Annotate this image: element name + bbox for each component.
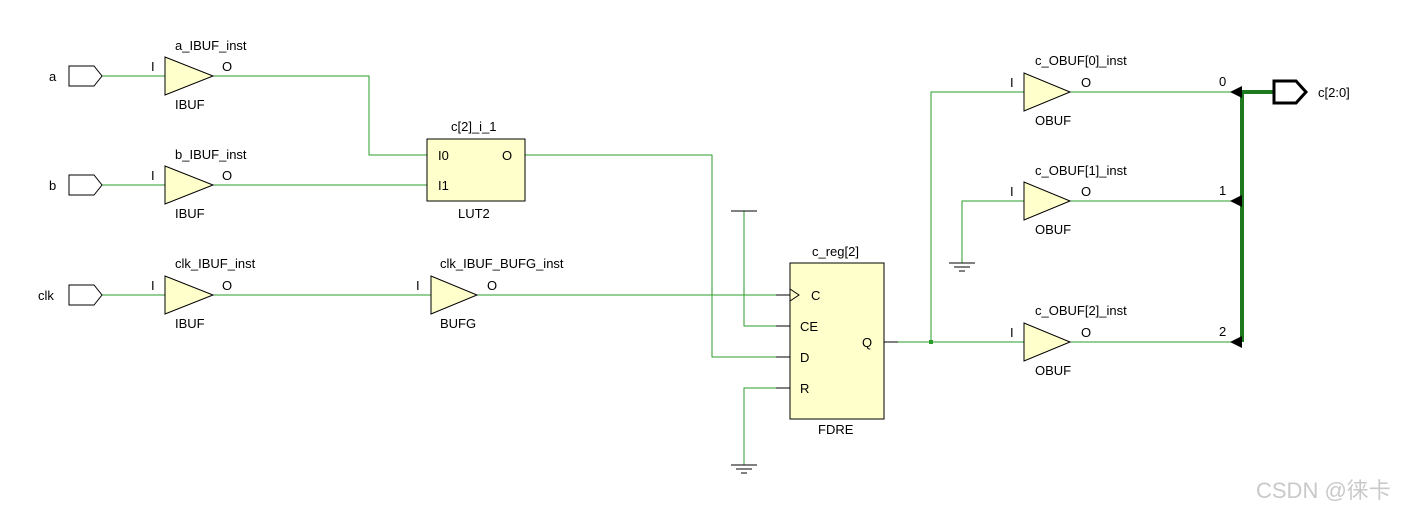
pin-label: O [487,278,497,293]
cell-a-ibuf[interactable]: a_IBUF_inst I O IBUF [151,38,247,112]
net-q-to-obuf0[interactable] [930,91,1024,342]
ground-symbol-obuf1 [949,262,975,272]
pin-label: O [1081,325,1091,340]
input-port-clk[interactable]: clk [38,284,103,306]
cell-obuf-1[interactable]: c_OBUF[1]_inst I O OBUF 1 [1010,163,1226,237]
port-label-b: b [49,178,56,193]
port-label-clk: clk [38,288,54,303]
cell-type: IBUF [175,206,205,221]
nets [102,75,1274,465]
pin-label: O [1081,184,1091,199]
pin-label: I1 [438,178,449,193]
cell-type: IBUF [175,316,205,331]
pin-label: I0 [438,148,449,163]
fdre-pin-stubs [776,294,898,389]
bus-bit-label: 2 [1219,324,1226,339]
cell-name: a_IBUF_inst [175,38,247,53]
watermark: CSDN @徕卡 [1256,478,1391,503]
pin-label: C [811,288,820,303]
cell-name: c_OBUF[1]_inst [1035,163,1127,178]
pin-label: I [151,278,155,293]
cell-obuf-2[interactable]: c_OBUF[2]_inst I O OBUF 2 [1010,303,1226,378]
bus-bit-label: 1 [1219,183,1226,198]
pin-label: Q [862,335,872,350]
pin-label: I [1010,325,1014,340]
cell-type: FDRE [818,422,854,437]
output-port-c[interactable]: c[2:0] [1272,79,1350,105]
bus-ripper-0 [1230,86,1242,98]
bus-bit-label: 0 [1219,74,1226,89]
junction-dot [929,340,933,344]
bus-ripper-1 [1230,195,1242,207]
cell-name: c[2]_i_1 [451,119,497,134]
pin-label: O [222,59,232,74]
cell-b-ibuf[interactable]: b_IBUF_inst I O IBUF [151,147,247,221]
net-ff-r-gnd[interactable] [743,387,776,465]
pin-label: I [1010,75,1014,90]
cell-name: c_OBUF[0]_inst [1035,53,1127,68]
pin-label: CE [800,319,818,334]
cell-obuf-0[interactable]: c_OBUF[0]_inst I O OBUF 0 [1010,53,1226,128]
input-port-a[interactable]: a [49,65,103,87]
net-ff-ce-vcc[interactable] [743,211,776,327]
cell-type: OBUF [1035,363,1071,378]
port-label-a: a [49,69,57,84]
pin-label: O [222,278,232,293]
cell-fdre[interactable]: c_reg[2] C CE D R Q FDRE [789,244,885,437]
pin-label: O [1081,75,1091,90]
pin-label: O [502,148,512,163]
cell-type: OBUF [1035,222,1071,237]
cell-name: clk_IBUF_BUFG_inst [440,256,564,271]
pin-label: D [800,350,809,365]
bus-ripper-2 [1230,336,1242,348]
cell-name: clk_IBUF_inst [175,256,256,271]
supply-symbols [731,210,975,474]
net-obuf1-gnd[interactable] [961,200,1024,263]
cell-type: BUFG [440,316,476,331]
pin-label: R [800,381,809,396]
port-label-c: c[2:0] [1318,85,1350,100]
pin-label: I [416,278,420,293]
cell-bufg[interactable]: clk_IBUF_BUFG_inst I O BUFG [416,256,564,331]
pin-label: I [151,168,155,183]
input-port-b[interactable]: b [49,174,103,196]
pin-label: I [151,59,155,74]
net-lut-to-ff-d[interactable] [525,154,776,358]
clock-triangle-icon [789,288,800,302]
pin-label: O [222,168,232,183]
cell-type: LUT2 [458,206,490,221]
cell-name: b_IBUF_inst [175,147,247,162]
cell-type: OBUF [1035,113,1071,128]
cell-clk-ibuf[interactable]: clk_IBUF_inst I O IBUF [151,256,256,331]
cell-name: c_reg[2] [812,244,859,259]
pin-label: I [1010,184,1014,199]
net-a-to-lut-i0[interactable] [213,75,427,156]
cell-lut2[interactable]: c[2]_i_1 I0 I1 O LUT2 [426,119,526,221]
ground-symbol-r [731,464,757,474]
cell-name: c_OBUF[2]_inst [1035,303,1127,318]
cell-type: IBUF [175,97,205,112]
